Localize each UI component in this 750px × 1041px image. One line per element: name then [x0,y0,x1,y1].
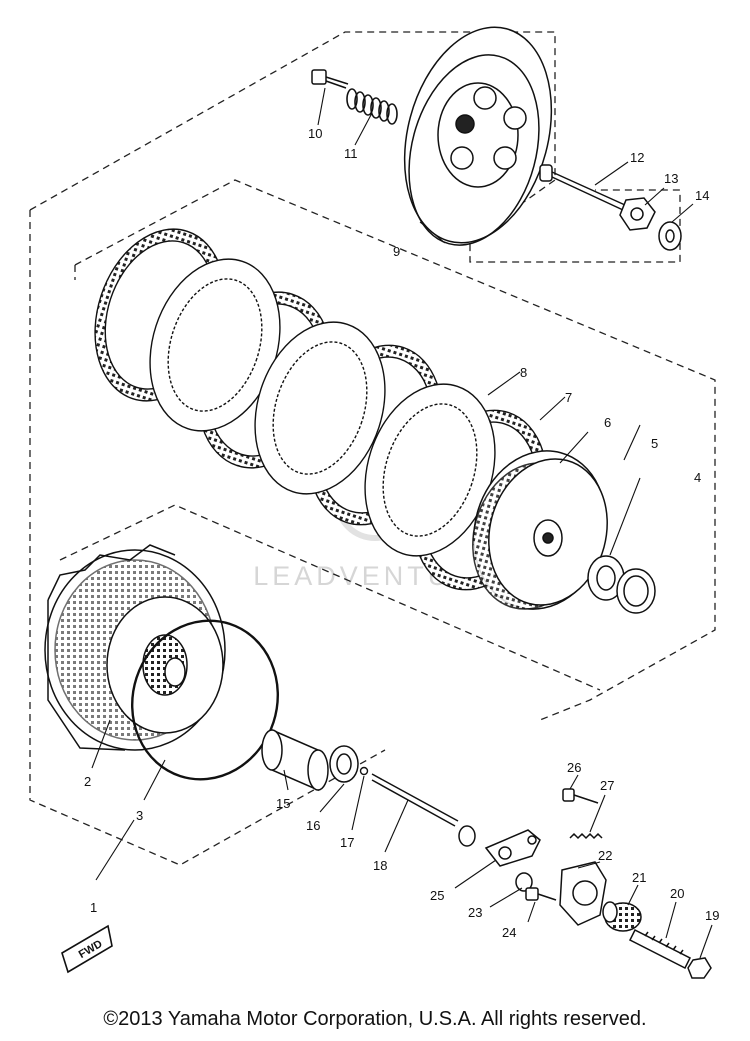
callout-5: 5 [651,436,658,451]
adjusting-screw [562,788,599,804]
leader-lines [91,87,713,959]
assembly-boundaries [29,31,716,866]
callout-25: 25 [430,888,444,903]
callout-4: 4 [694,470,701,485]
callout-3: 3 [136,808,143,823]
steel-ball [359,766,369,776]
seal-housing [559,861,607,926]
callout-10: 10 [308,126,322,141]
callout-11: 11 [344,146,358,161]
callout-21: 21 [632,870,646,885]
callout-14: 14 [695,188,709,203]
o-ring [130,619,280,781]
callout-13: 13 [664,171,678,186]
washer [658,221,682,251]
callout-27: 27 [600,778,614,793]
push-lever [484,829,541,867]
push-rod [539,164,626,211]
lever-bolt [525,887,557,901]
callout-12: 12 [630,150,644,165]
adjusting-shaft [628,928,692,970]
circlip [616,568,656,614]
callout-labels: 1 2 3 4 5 6 7 8 9 10 11 12 13 14 15 16 1… [84,126,719,940]
drive-gear [602,901,642,932]
callout-24: 24 [502,925,516,940]
outer-assembly-boundary [29,210,386,866]
copyright-notice: ©2013 Yamaha Motor Corporation, U.S.A. A… [103,1008,647,1030]
callout-19: 19 [705,908,719,923]
thrust-washer [587,555,625,601]
push-rod-2 [371,773,476,847]
spacer-sleeve [261,728,329,792]
callout-6: 6 [604,415,611,430]
callout-22: 22 [598,848,612,863]
callout-9: 9 [393,244,400,259]
callout-20: 20 [670,886,684,901]
steel-plates [149,258,496,557]
fwd-arrow: FWD [61,924,113,974]
lock-nut [619,197,656,231]
callout-26: 26 [567,760,581,775]
clutch-boss [472,450,608,610]
callout-15: 15 [276,796,290,811]
callout-18: 18 [373,858,387,873]
clutch-spring [346,88,398,125]
callout-7: 7 [565,390,572,405]
callout-8: 8 [520,365,527,380]
callout-2: 2 [84,774,91,789]
callout-23: 23 [468,905,482,920]
spacer-washer [329,745,359,783]
callout-1: 1 [90,900,97,915]
callout-16: 16 [306,818,320,833]
bolt [311,69,349,89]
return-spring [569,832,603,840]
lever-spring [515,872,533,892]
pressure-plate [403,26,553,246]
clutch-housing [44,544,226,751]
callout-17: 17 [340,835,354,850]
hub-group-boundary [59,504,601,691]
shaft-nut [687,957,712,979]
plate-stack-boundary [74,179,716,721]
